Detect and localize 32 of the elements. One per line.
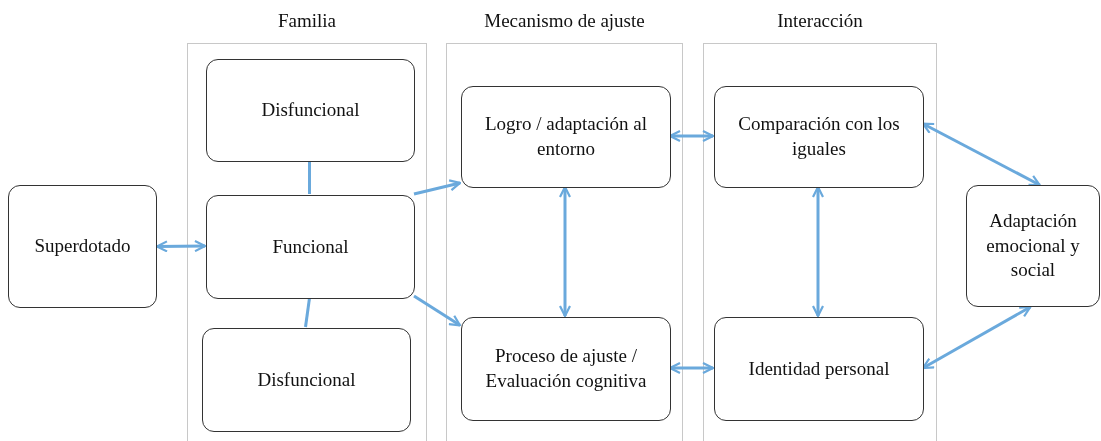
process-box	[8, 185, 157, 308]
process-box	[206, 59, 415, 162]
box-label: Funcional	[272, 234, 349, 259]
process-box	[966, 185, 1100, 307]
arrow	[155, 240, 207, 253]
process-box	[714, 317, 924, 421]
process-box	[461, 317, 671, 421]
arrow	[413, 294, 462, 327]
arrow	[921, 122, 1041, 187]
box-label: Comparación con los iguales	[737, 112, 901, 161]
arrow	[811, 185, 825, 318]
box-label: Adaptación emocional y social	[985, 208, 1081, 283]
connector-line	[308, 161, 311, 194]
process-box	[206, 195, 415, 299]
box-label: Disfuncional	[261, 98, 360, 123]
box-label: Superdotado	[34, 234, 131, 259]
arrow	[558, 185, 572, 318]
column-heading: Interacción	[776, 10, 864, 32]
box-label: Proceso de ajuste / Evaluación cognitiva	[484, 344, 648, 393]
connector-line	[304, 297, 311, 328]
box-label: Identidad personal	[748, 356, 890, 381]
arrow	[668, 129, 715, 143]
column-heading: Mecanismo de ajuste	[483, 10, 646, 32]
arrow	[921, 305, 1032, 370]
process-box	[461, 86, 671, 188]
column-heading: Familia	[276, 10, 338, 32]
process-box	[714, 86, 924, 188]
process-box	[202, 328, 411, 432]
box-label: Logro / adaptación al entorno	[484, 112, 648, 161]
box-label: Disfuncional	[257, 367, 356, 392]
arrow	[413, 179, 462, 196]
arrow	[668, 361, 715, 375]
